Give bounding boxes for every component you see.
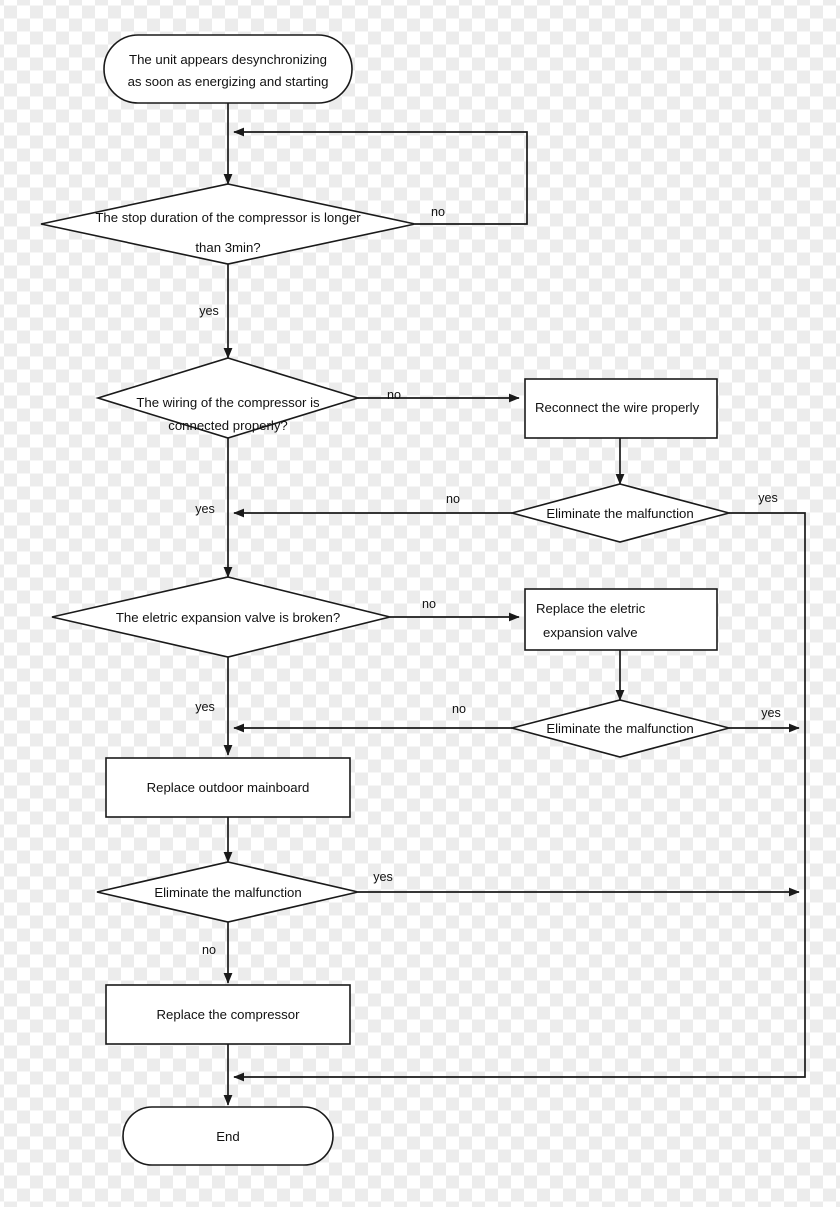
start-text-line2: as soon as energizing and starting — [128, 74, 329, 89]
node-process-replace-compressor: Replace the compressor — [105, 984, 351, 1045]
label-wiring-no: no — [387, 388, 401, 402]
stop-duration-text-line1: The stop duration of the compressor is l… — [95, 210, 361, 225]
replace-valve-text-line1: Replace the eletric — [536, 601, 646, 616]
replace-valve-box-shape — [524, 588, 718, 651]
label-eliminate2-yes: yes — [761, 706, 781, 720]
label-eliminate3-yes: yes — [373, 870, 393, 884]
edge-stop-duration-no-loop — [233, 127, 528, 225]
node-decision-valve: The eletric expansion valve is broken? — [51, 576, 391, 658]
eliminate3-diamond-shape — [96, 861, 359, 923]
eliminate3-text: Eliminate the malfunction — [154, 885, 301, 900]
node-decision-eliminate-1: Eliminate the malfunction — [508, 483, 733, 543]
stop-duration-diamond-shape — [40, 183, 416, 265]
label-stop-duration-yes: yes — [199, 304, 219, 318]
valve-text: The eletric expansion valve is broken? — [116, 610, 340, 625]
label-stop-duration-no: no — [431, 205, 445, 219]
label-valve-yes: yes — [195, 700, 215, 714]
label-wiring-yes: yes — [195, 502, 215, 516]
node-process-replace-valve: Replace the eletric expansion valve — [524, 588, 718, 651]
replace-mainboard-text: Replace outdoor mainboard — [147, 780, 310, 795]
node-decision-eliminate-3: Eliminate the malfunction — [96, 861, 359, 923]
replace-compressor-text: Replace the compressor — [157, 1007, 301, 1022]
node-process-reconnect: Reconnect the wire properly — [524, 378, 718, 439]
node-process-replace-mainboard: Replace outdoor mainboard — [105, 757, 351, 818]
start-terminator-shape — [103, 34, 353, 104]
reconnect-box-shape — [524, 378, 718, 439]
label-eliminate1-no: no — [446, 492, 460, 506]
edge-eliminate1-yes — [233, 512, 806, 1082]
replace-mainboard-box-shape — [105, 757, 351, 818]
node-decision-eliminate-2: Eliminate the malfunction — [508, 699, 733, 758]
eliminate1-text: Eliminate the malfunction — [546, 506, 693, 521]
label-eliminate3-no: no — [202, 943, 216, 957]
eliminate2-text: Eliminate the malfunction — [546, 721, 693, 736]
node-decision-stop-duration: The stop duration of the compressor is l… — [40, 183, 416, 265]
node-end: End — [122, 1106, 334, 1166]
reconnect-text-line1: Reconnect the wire properly — [535, 400, 700, 415]
end-text: End — [216, 1129, 239, 1144]
start-text-line1: The unit appears desynchronizing — [129, 52, 327, 67]
node-decision-wiring: The wiring of the compressor is connecte… — [95, 357, 361, 439]
replace-valve-text-line2: expansion valve — [543, 625, 638, 640]
eliminate2-diamond-shape — [508, 699, 733, 758]
node-start: The unit appears desynchronizing as soon… — [103, 34, 353, 104]
wiring-diamond-shape — [95, 357, 361, 439]
eliminate1-diamond-shape — [508, 483, 733, 543]
label-eliminate1-yes: yes — [758, 491, 778, 505]
replace-compressor-box-shape — [105, 984, 351, 1045]
wiring-text-line2: connected properly? — [168, 418, 288, 433]
edge-label-layer: no yes no yes no yes no yes no yes yes n… — [195, 205, 781, 957]
end-terminator-shape — [122, 1106, 334, 1166]
label-valve-no: no — [422, 597, 436, 611]
valve-diamond-shape — [51, 576, 391, 658]
wiring-text-line1: The wiring of the compressor is — [136, 395, 320, 410]
stop-duration-text-line2: than 3min? — [195, 240, 260, 255]
label-eliminate2-no: no — [452, 702, 466, 716]
connector-layer — [223, 103, 806, 1106]
